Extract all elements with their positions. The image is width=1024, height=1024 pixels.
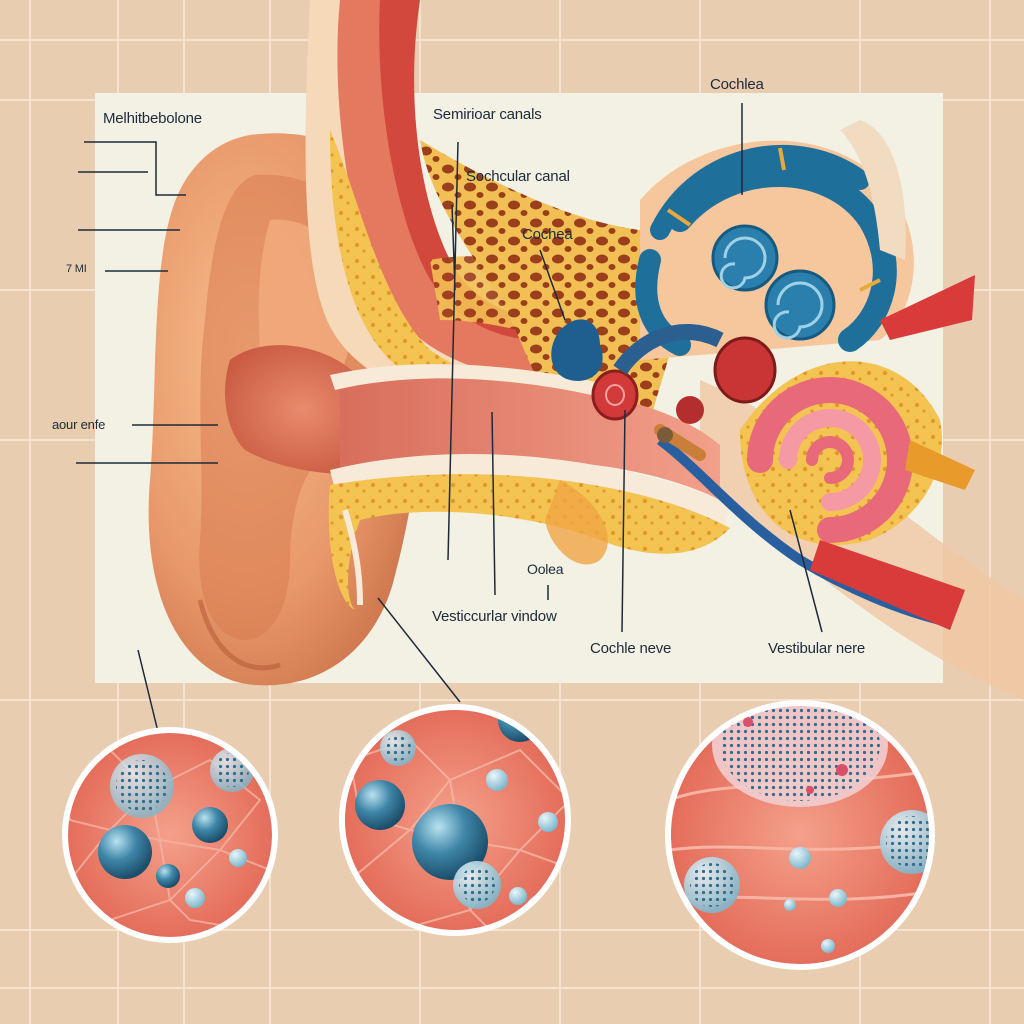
leader-lines bbox=[76, 103, 823, 741]
label-vestibular-nerve: Vestibular nere bbox=[768, 640, 866, 657]
temporal-bone bbox=[305, 0, 684, 420]
magnified-view-middle bbox=[339, 704, 571, 936]
magnified-view-left bbox=[62, 727, 278, 943]
label-7-mi: 7 MI bbox=[66, 263, 87, 275]
magnified-view-right bbox=[665, 700, 935, 970]
label-oolea: Oolea bbox=[527, 561, 564, 577]
label-aour-enfe: aour enfe bbox=[52, 417, 106, 432]
label-cochlea: Cochlea bbox=[710, 76, 764, 93]
label-melhitbebolone: Melhitbebolone bbox=[103, 110, 202, 127]
label-cochle-nerve: Cochle neve bbox=[590, 640, 672, 657]
label-semicircular-canals: Semirioar canals bbox=[433, 106, 542, 123]
label-sochcular-canal: Sochcular canal bbox=[466, 168, 570, 185]
inner-ear bbox=[551, 120, 975, 630]
label-cochea: Cochea bbox=[522, 226, 573, 243]
label-vesticular-window: Vesticcurlar vindow bbox=[432, 608, 557, 625]
